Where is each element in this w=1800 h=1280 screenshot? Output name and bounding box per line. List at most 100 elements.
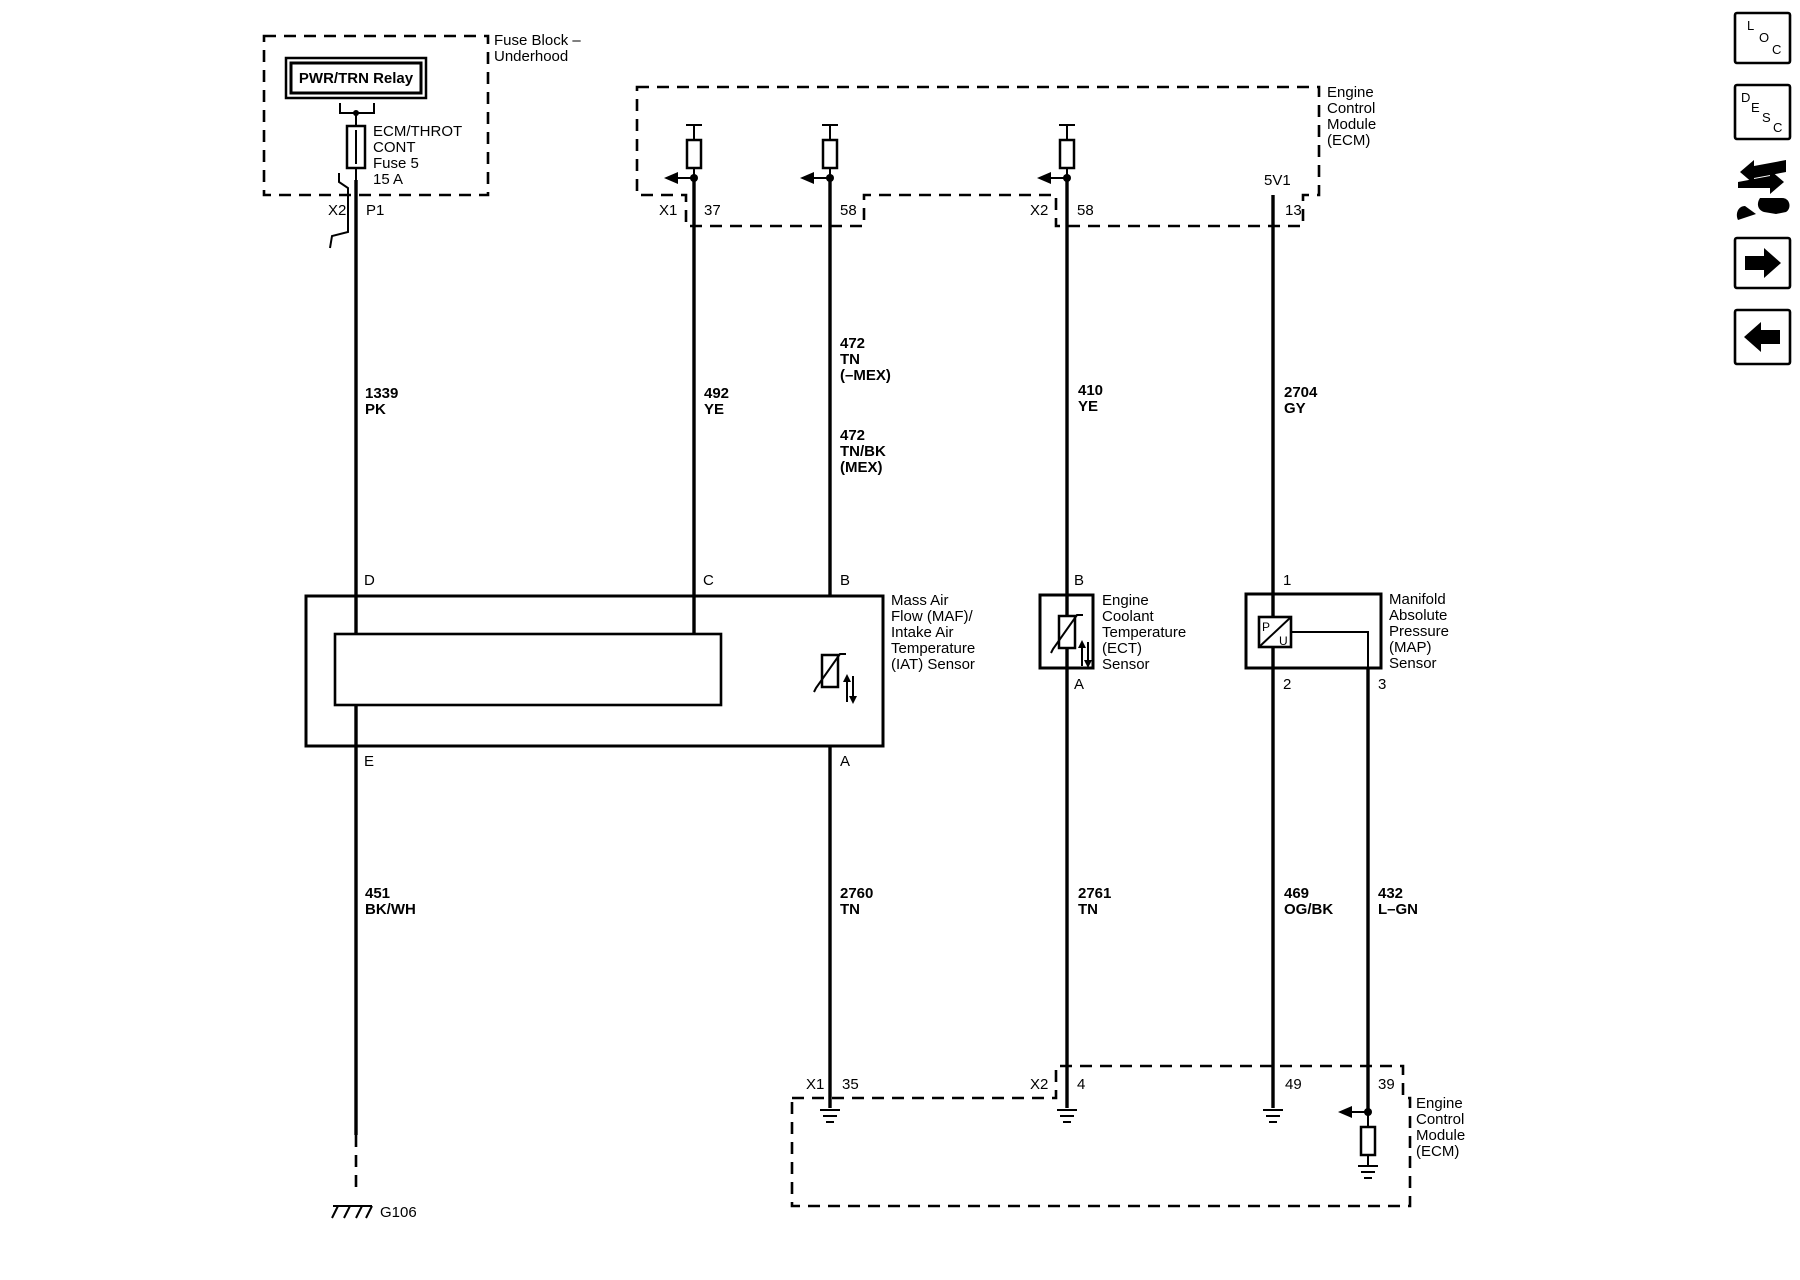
maf-label-line5: (IAT) Sensor bbox=[891, 656, 975, 673]
ect-label-line2: Coolant bbox=[1102, 608, 1155, 625]
arrow-left-icon bbox=[1744, 322, 1780, 352]
ecm-top-title-line4: (ECM) bbox=[1327, 132, 1370, 149]
ecm-bottom-title-line2: Control bbox=[1416, 1111, 1464, 1128]
iat-thermistor-symbol bbox=[813, 653, 857, 704]
ecm-input-39-resistor bbox=[1338, 1106, 1378, 1179]
splice-37 bbox=[690, 174, 698, 182]
ecm-ground-49-icon bbox=[1263, 1109, 1283, 1123]
wire-410-circuit: 410 bbox=[1078, 382, 1103, 399]
relay-box-outer bbox=[284, 56, 428, 100]
ecm-ground-4-icon bbox=[1057, 1109, 1077, 1123]
nav-previous-button[interactable] bbox=[1733, 308, 1792, 366]
wire-410-color: YE bbox=[1078, 398, 1098, 415]
ecm-top-pin-58b: 58 bbox=[1077, 202, 1094, 219]
ecm-top-outline bbox=[635, 85, 1321, 228]
wire-492-color: YE bbox=[704, 401, 724, 418]
map-symbol-p: P bbox=[1262, 620, 1270, 634]
wire-432-color: L–GN bbox=[1378, 901, 1418, 918]
map-signal-internal bbox=[1291, 631, 1369, 668]
nav-desc-button[interactable]: D E S C bbox=[1733, 83, 1792, 141]
ecm-bottom-pin-4: 4 bbox=[1077, 1076, 1085, 1093]
splice-58b bbox=[1063, 174, 1071, 182]
wire-2704-color: GY bbox=[1284, 400, 1306, 417]
ecm-bottom-connector-x1: X1 bbox=[806, 1076, 824, 1093]
map-label-line1: Manifold bbox=[1389, 591, 1446, 608]
wire-1339-color: PK bbox=[365, 401, 386, 418]
maf-label-line1: Mass Air bbox=[891, 592, 949, 609]
map-pin-1: 1 bbox=[1283, 572, 1291, 589]
ecm-bottom-connector-x2: X2 bbox=[1030, 1076, 1048, 1093]
maf-pin-a: A bbox=[840, 753, 850, 770]
ecm-input-37-resistor bbox=[664, 124, 703, 184]
maf-label-line2: Flow (MAF)/ bbox=[891, 608, 973, 625]
ecm-top-pin-13: 13 bbox=[1285, 202, 1302, 219]
ecm-bottom-outline bbox=[790, 1064, 1412, 1208]
ecm-top-pin-58a: 58 bbox=[840, 202, 857, 219]
wire-472b-circuit: 472 bbox=[840, 427, 865, 444]
ect-label-line3: Temperature bbox=[1102, 624, 1186, 641]
ecm-top-title-line1: Engine bbox=[1327, 84, 1374, 101]
wire-472-color: TN bbox=[840, 351, 860, 368]
wire-2760-circuit: 2760 bbox=[840, 885, 873, 902]
wire-1339-circuit: 1339 bbox=[365, 385, 398, 402]
nav-connector-wrench-button[interactable] bbox=[1736, 160, 1790, 220]
wire-2760-color: TN bbox=[840, 901, 860, 918]
arrow-right-icon bbox=[1745, 248, 1781, 278]
wire-2704-circuit: 2704 bbox=[1284, 384, 1318, 401]
maf-pin-e: E bbox=[364, 753, 374, 770]
ecm-bottom-pin-39: 39 bbox=[1378, 1076, 1395, 1093]
wire-469-circuit: 469 bbox=[1284, 885, 1309, 902]
wire-472-note: (–MEX) bbox=[840, 367, 891, 384]
fuse-label-line4: 15 A bbox=[373, 171, 403, 188]
g106-label: G106 bbox=[380, 1204, 417, 1221]
loc-letter-l: L bbox=[1747, 18, 1754, 33]
desc-letter-e: E bbox=[1751, 100, 1760, 115]
wire-2761-color: TN bbox=[1078, 901, 1098, 918]
nav-loc-button[interactable]: L O C bbox=[1733, 11, 1792, 65]
ecm-bottom-title-line4: (ECM) bbox=[1416, 1143, 1459, 1160]
wire-432-circuit: 432 bbox=[1378, 885, 1403, 902]
desc-letter-s: S bbox=[1762, 110, 1771, 125]
ect-label-line5: Sensor bbox=[1102, 656, 1150, 673]
ect-label-line4: (ECT) bbox=[1102, 640, 1142, 657]
ecm-bottom-pin-49: 49 bbox=[1285, 1076, 1302, 1093]
ecm-ground-35-icon bbox=[820, 1109, 840, 1123]
wire-469-color: OG/BK bbox=[1284, 901, 1333, 918]
ecm-top-connector-x2: X2 bbox=[1030, 202, 1048, 219]
connector-x2-latch bbox=[329, 173, 349, 249]
maf-pin-c: C bbox=[703, 572, 714, 589]
map-label-line5: Sensor bbox=[1389, 655, 1437, 672]
ecm-top-pin-37: 37 bbox=[704, 202, 721, 219]
ect-pin-a: A bbox=[1074, 676, 1084, 693]
wire-472-circuit: 472 bbox=[840, 335, 865, 352]
maf-iat-sensor: D C B E A Mass Air Flow (MAF)/ Intake Ai… bbox=[304, 572, 975, 770]
ect-pin-b: B bbox=[1074, 572, 1084, 589]
ecm-bottom-pin-35: 35 bbox=[842, 1076, 859, 1093]
map-pin-2: 2 bbox=[1283, 676, 1291, 693]
wire-labels: 1339 PK 492 YE 472 TN (–MEX) 472 TN/BK (… bbox=[365, 335, 1418, 918]
relay-splice-dot bbox=[353, 110, 359, 116]
map-pressure-transducer-symbol: P U bbox=[1257, 615, 1293, 649]
fuse-label-line2: CONT bbox=[373, 139, 416, 156]
loc-letter-c: C bbox=[1772, 42, 1781, 57]
wire-2761-circuit: 2761 bbox=[1078, 885, 1111, 902]
ect-sensor: B A Engine Coolant Temperature (ECT) Sen… bbox=[1038, 572, 1186, 693]
ect-label-line1: Engine bbox=[1102, 592, 1149, 609]
fuse-label-line3: Fuse 5 bbox=[373, 155, 419, 172]
maf-element bbox=[333, 632, 723, 707]
ecm-top-title-line3: Module bbox=[1327, 116, 1376, 133]
fuse-pin-label: P1 bbox=[366, 202, 384, 219]
splice-58a bbox=[826, 174, 834, 182]
nav-next-button[interactable] bbox=[1733, 236, 1792, 290]
wire-472b-note: (MEX) bbox=[840, 459, 883, 476]
maf-pin-d: D bbox=[364, 572, 375, 589]
ect-thermistor-symbol bbox=[1050, 614, 1092, 668]
ecm-bottom-title-line3: Module bbox=[1416, 1127, 1465, 1144]
wire-451-circuit: 451 bbox=[365, 885, 390, 902]
ecm-ground-39-icon bbox=[1358, 1165, 1378, 1179]
ecm-top-title-line2: Control bbox=[1327, 100, 1375, 117]
ground-g106: G106 bbox=[331, 1204, 417, 1221]
wire-451-color: BK/WH bbox=[365, 901, 416, 918]
fuse-connector-label: X2 bbox=[328, 202, 346, 219]
